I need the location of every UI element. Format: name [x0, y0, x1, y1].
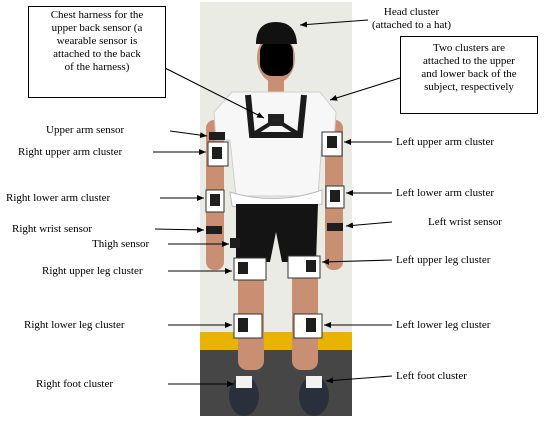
face-redaction: [260, 40, 293, 76]
thigh-sensor-label: Thigh sensor: [92, 238, 150, 250]
chest-harness-line-3: wearable sensor is: [56, 35, 138, 47]
chest-harness-line-4: attached to the back: [53, 48, 141, 60]
chest-harness-callout: Chest harness for the upper back sensor …: [28, 6, 166, 98]
chest-harness-line-2: upper back sensor (a: [51, 22, 143, 34]
right-upper-arm-cluster-label: Right upper arm cluster: [18, 146, 123, 158]
right-upper-arm-cluster-dot: [212, 147, 222, 159]
arrow-left-wrist-sensor: [345, 221, 393, 229]
right-lower-arm-cluster-label: Right lower arm cluster: [6, 192, 111, 204]
arrow-head-cluster: [299, 19, 369, 28]
neck: [268, 80, 284, 94]
right-wrist-sensor-marker: [206, 226, 222, 234]
arrow-upper-arm-sensor: [169, 130, 208, 139]
thigh-sensor-marker: [230, 238, 240, 248]
photo-floor: [200, 350, 352, 416]
back-clusters-line-4: subject, respectively: [424, 81, 514, 93]
left-upper-leg-cluster-dot: [306, 260, 316, 272]
harness-buckle: [268, 114, 284, 126]
shorts: [236, 204, 318, 262]
arrows: [153, 19, 401, 387]
head-cluster-label: Head cluster (attached to a hat): [372, 6, 451, 32]
hat: [256, 22, 297, 44]
back-clusters-callout: Two clusters are attached to the upper a…: [400, 36, 538, 114]
right-foot-cluster-marker: [236, 376, 252, 388]
right-foot-cluster-label: Right foot cluster: [36, 378, 113, 390]
back-clusters-line-2: attached to the upper: [423, 55, 515, 67]
right-lower-leg-cluster-dot: [238, 318, 248, 332]
arrow-right-wrist-sensor: [154, 226, 205, 233]
right-wrist-sensor-label: Right wrist sensor: [12, 223, 93, 235]
upper-arm-sensor-marker: [209, 132, 225, 140]
arrow-left-upper-leg-cluster: [321, 258, 393, 265]
right-upper-leg-cluster-label: Right upper leg cluster: [42, 265, 143, 277]
right-upper-leg-cluster-dot: [238, 262, 248, 274]
left-lower-leg-cluster-label: Left lower leg cluster: [396, 319, 491, 331]
left-lower-leg-cluster-dot: [306, 318, 316, 332]
left-wrist-sensor-marker: [327, 223, 343, 231]
right-lower-arm-cluster-dot: [210, 194, 220, 206]
back-clusters-line-1: Two clusters are: [433, 42, 505, 54]
left-foot-cluster-label: Left foot cluster: [396, 370, 467, 382]
upper-arm-sensor-label: Upper arm sensor: [46, 124, 125, 136]
left-upper-leg-cluster-label: Left upper leg cluster: [396, 254, 491, 266]
chest-harness-line-5: of the harness): [64, 61, 130, 73]
chest-harness: [245, 94, 307, 138]
left-lower-arm-cluster-dot: [330, 190, 340, 202]
left-upper-arm-cluster-dot: [327, 136, 337, 148]
head-cluster-line-1: Head cluster: [383, 6, 440, 18]
arrow-chest-harness: [164, 67, 265, 119]
photo-yellow-strip: [200, 332, 352, 350]
head-cluster-line-2: (attached to a hat): [372, 19, 452, 31]
left-foot-cluster-marker: [306, 376, 322, 388]
right-lower-leg-cluster-label: Right lower leg cluster: [24, 319, 125, 331]
arrow-back-clusters: [329, 77, 401, 101]
left-wrist-sensor-label: Left wrist sensor: [428, 216, 502, 228]
subject-photo: [200, 2, 352, 416]
left-lower-arm-cluster-label: Left lower arm cluster: [396, 187, 495, 199]
arrow-left-foot-cluster: [325, 375, 393, 384]
chest-harness-line-1: Chest harness for the: [50, 9, 144, 21]
left-upper-arm-cluster-label: Left upper arm cluster: [396, 136, 495, 148]
back-clusters-line-3: and lower back of the: [421, 68, 517, 80]
